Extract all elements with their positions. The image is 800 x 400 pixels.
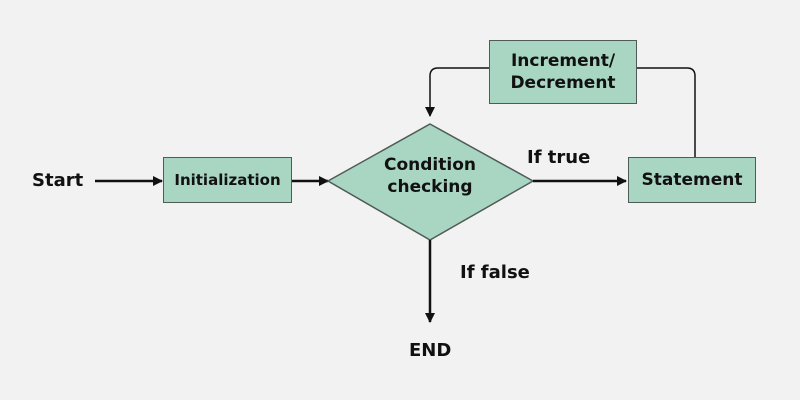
end-label: END bbox=[409, 340, 452, 361]
if-true-label: If true bbox=[527, 147, 591, 168]
if-false-label: If false bbox=[460, 262, 530, 283]
increment-label-line2: Decrement bbox=[510, 73, 616, 93]
statement-label: Statement bbox=[641, 170, 743, 190]
condition-label-line2: checking bbox=[387, 177, 473, 197]
arrow-increment-to-condition bbox=[425, 67, 489, 117]
initialization-label: Initialization bbox=[174, 171, 281, 189]
increment-label-line1: Increment/ bbox=[510, 51, 616, 71]
connector-statement-to-increment bbox=[637, 67, 696, 157]
increment-decrement-box: Increment/ Decrement bbox=[489, 40, 637, 104]
start-label: Start bbox=[32, 170, 84, 191]
statement-box: Statement bbox=[628, 157, 756, 203]
condition-label-line1: Condition bbox=[384, 155, 476, 175]
condition-text: Condition checking bbox=[345, 154, 515, 198]
initialization-box: Initialization bbox=[163, 157, 292, 203]
